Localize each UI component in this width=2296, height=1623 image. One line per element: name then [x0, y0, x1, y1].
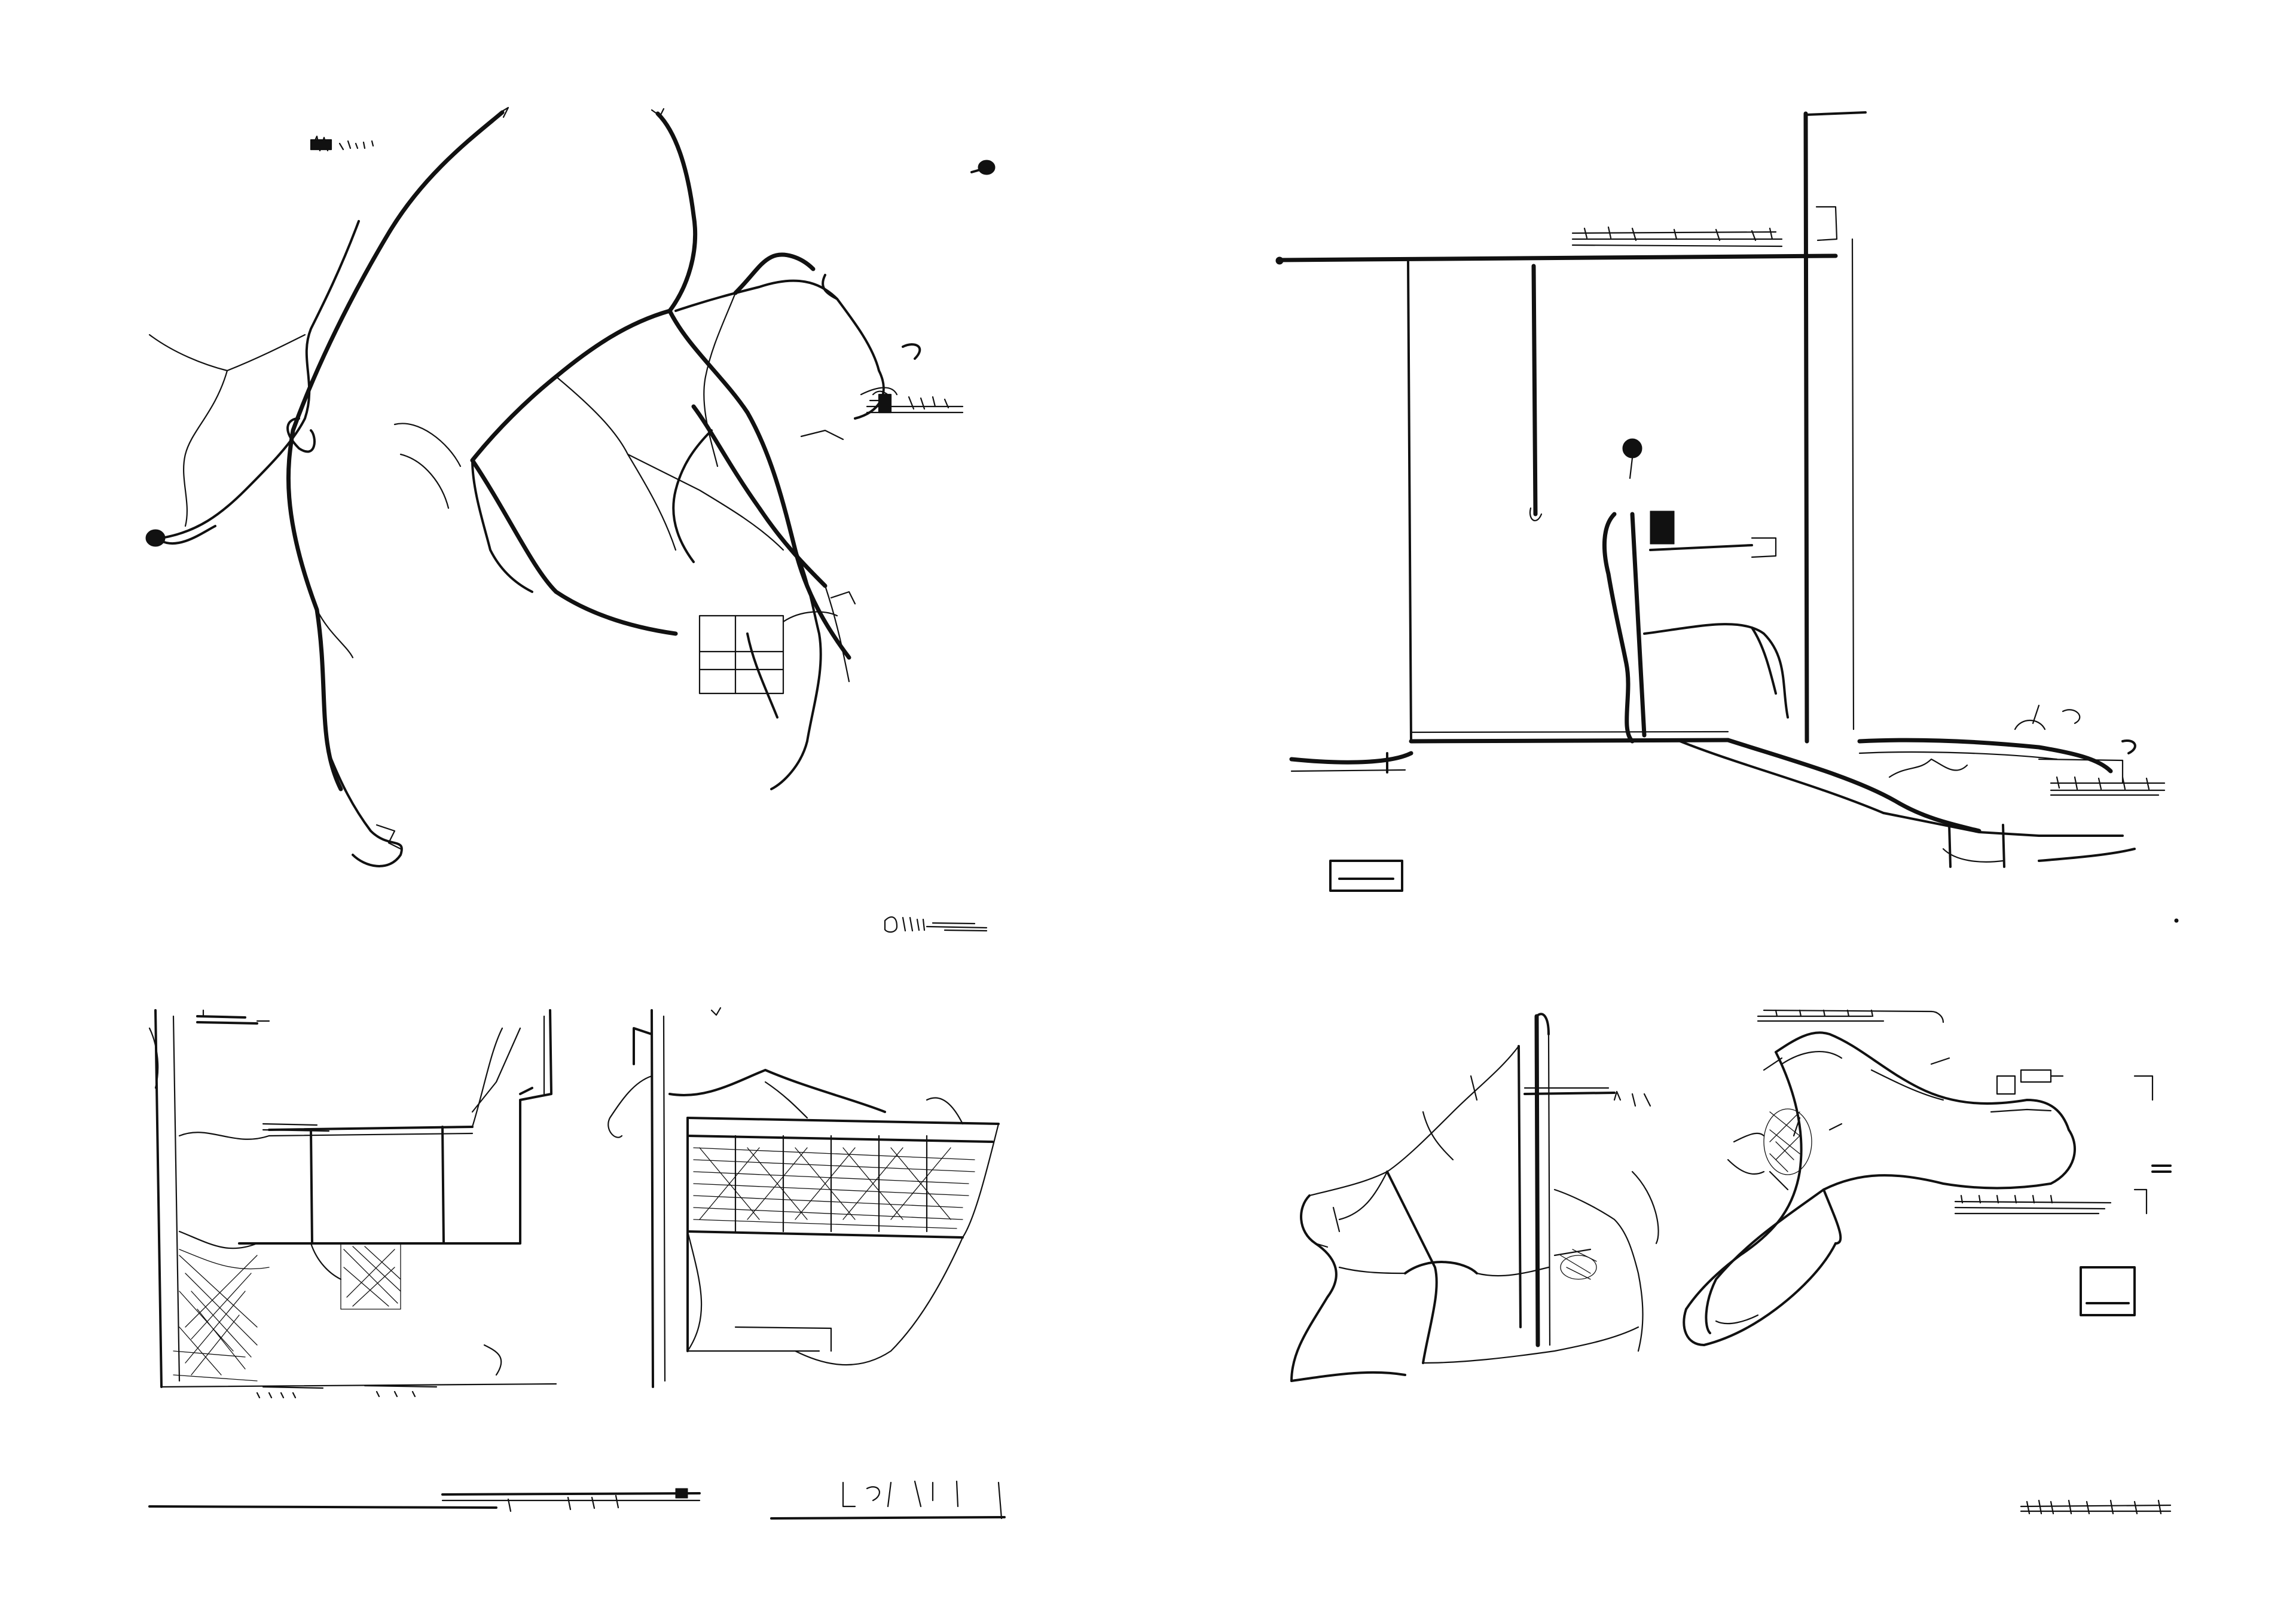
- sketch-hatch: [340, 1243, 401, 1310]
- sketch-panel-bottom-left: [138, 992, 1046, 1554]
- scribble-label: [1571, 226, 1783, 247]
- sketch-panel-top-left: [138, 96, 1046, 956]
- sketch-block: [2080, 1266, 2136, 1316]
- sketch-hatch: [173, 1249, 270, 1381]
- sketch-panel-top-right: [1262, 96, 2254, 945]
- scribble-label: [884, 916, 988, 933]
- sketch-stroke: [286, 110, 505, 791]
- sketch-block: [1329, 860, 1403, 892]
- scribble-label: [1757, 1009, 1944, 1023]
- sketch-block: [698, 615, 784, 695]
- plan-sketch-icon: [148, 1007, 1006, 1520]
- sketch-panel-bottom-right: [1274, 992, 2254, 1554]
- scribble-label: [2050, 776, 2166, 796]
- object-sketch-icon: [1290, 1009, 2172, 1515]
- figure-sketch-icon: [145, 106, 996, 933]
- scribble-label: [2020, 1499, 2172, 1515]
- scribble-label: [310, 135, 374, 152]
- scribble-label: [256, 1123, 438, 1399]
- sketch-hatch: [1763, 1108, 1812, 1175]
- sketch-hatch: [693, 1147, 975, 1229]
- sketch-block: [1996, 1069, 2064, 1095]
- interior-section-sketch-icon: [1275, 111, 2179, 923]
- scribble-label: [1954, 1194, 2112, 1215]
- scribble-label: [1613, 1090, 1651, 1107]
